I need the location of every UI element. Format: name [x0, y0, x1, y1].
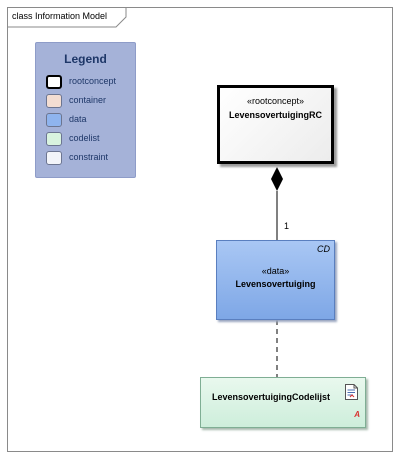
- class-levensovertuigingrc[interactable]: «rootconcept» LevensovertuigingRC: [217, 85, 334, 164]
- class-stereotype: «data»: [261, 266, 290, 276]
- class-name: Levensovertuiging: [235, 279, 316, 289]
- document-icon: [345, 384, 358, 400]
- legend-label: codelist: [69, 133, 100, 143]
- frame-title: class Information Model: [12, 11, 108, 21]
- class-levensovertuigingcodelijst[interactable]: LevensovertuigingCodelijst A: [200, 377, 366, 428]
- class-levensovertuiging[interactable]: CD «data» Levensovertuiging: [216, 240, 335, 320]
- legend-label: data: [69, 114, 87, 124]
- legend-swatch-container: [46, 94, 62, 108]
- legend-label: constraint: [69, 152, 109, 162]
- legend-swatch-constraint: [46, 151, 62, 165]
- legend-swatch-rootconcept: [46, 75, 62, 89]
- legend-label: rootconcept: [69, 76, 117, 86]
- class-corner-tag: CD: [317, 244, 330, 254]
- class-stereotype: «rootconcept»: [246, 96, 305, 106]
- legend-label: container: [69, 95, 107, 105]
- association-multiplicity: 1: [284, 221, 290, 231]
- legend-swatch-data: [46, 113, 62, 127]
- abstract-mark: A: [354, 410, 360, 419]
- legend-swatch-codelist: [46, 132, 62, 146]
- composition-diamond: [271, 167, 283, 191]
- legend[interactable]: Legend rootconcept container data codeli…: [35, 42, 136, 178]
- class-name: LevensovertuigingRC: [228, 110, 322, 120]
- class-name: LevensovertuigingCodelijst: [211, 392, 331, 402]
- legend-title: Legend: [64, 52, 107, 66]
